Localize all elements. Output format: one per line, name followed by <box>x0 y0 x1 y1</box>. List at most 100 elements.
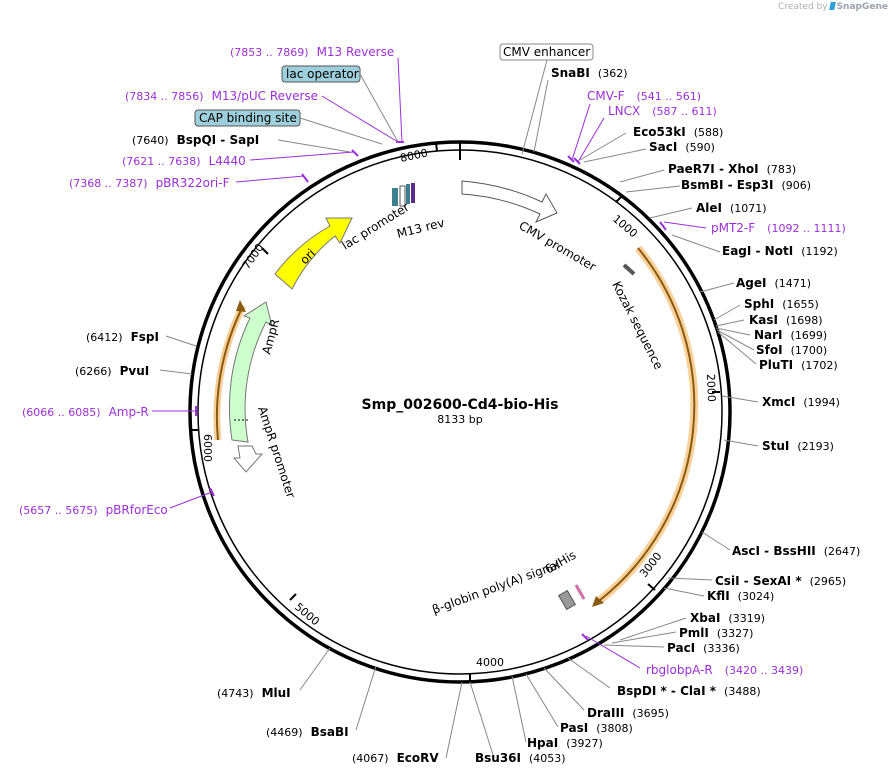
site-name: XmcI <box>762 395 795 409</box>
cmv-enhancer-leader <box>521 59 548 155</box>
site-pos: (4743) <box>217 687 254 700</box>
site-paer7i-xhoi: PaeR7I - XhoI(783) <box>668 162 796 176</box>
site-name: StuI <box>762 439 789 453</box>
site-pos: (4469) <box>266 726 303 739</box>
primer-range: (5657 .. 5675) <box>19 504 98 517</box>
ampr-line <box>215 305 244 441</box>
primer-rbglobpa-r: rbglobpA-R(3420 .. 3439) <box>646 663 803 677</box>
ampr-arrowhead <box>236 300 246 312</box>
site-pos: (6412) <box>86 331 123 344</box>
site-name: AscI - BssHII <box>732 544 816 558</box>
site-name: EcoRV <box>397 751 440 765</box>
cmv-enhancer-label: CMV enhancer <box>503 45 590 59</box>
sites-right: SnaBI(362) Eco53kI(588) SacI(590) PaeR7I… <box>475 66 860 765</box>
primer-name: rbglobpA-R <box>646 663 713 677</box>
orf-arrow <box>599 247 696 601</box>
tick-label-6000: 6000 <box>201 434 214 462</box>
kozak-marker <box>622 263 636 276</box>
lac-operator-label: lac operator <box>286 67 359 81</box>
site-name: KasI <box>749 313 778 327</box>
primer-range: (541 .. 561) <box>636 90 701 103</box>
site-sphi: SphI(1655) <box>744 297 819 311</box>
kozak-label: Kozak sequence <box>609 279 665 372</box>
primer-amp-r: (6066 .. 6085)Amp-R <box>22 405 149 419</box>
site-bsu36i: Bsu36I(4053) <box>475 751 566 765</box>
primer-m13-puc-reverse: (7834 .. 7856)M13/pUC Reverse <box>125 89 318 103</box>
site-pos: (2647) <box>824 545 861 558</box>
site-mlui: (4743)MluI <box>217 686 291 700</box>
site-csii-sexai: CsiI - SexAI *(2965) <box>715 574 846 588</box>
site-pos: (1994) <box>803 396 840 409</box>
site-pos: (362) <box>598 67 628 80</box>
credit-brand: SnapGene <box>836 2 888 12</box>
credit-text: Created by <box>778 2 828 12</box>
primer-name: M13 Reverse <box>317 45 395 59</box>
site-bspdi-clai: BspDI * - ClaI *(3488) <box>617 684 761 698</box>
tick-label-4000: 4000 <box>476 656 504 669</box>
site-pmli: PmlI(3327) <box>679 626 753 640</box>
primer-name: pBRforEco <box>106 503 168 517</box>
primer-name: M13/pUC Reverse <box>212 89 319 103</box>
site-name: BsaBI <box>311 725 349 739</box>
site-name: CsiI - SexAI * <box>715 574 802 588</box>
site-ecorv: (4067) EcoRV <box>352 751 439 765</box>
tick-marks <box>191 142 720 682</box>
lac-operator-box <box>406 184 410 204</box>
ampr-promoter-arrow <box>232 445 264 473</box>
site-pos: (1471) <box>774 277 811 290</box>
primer-name: pMT2-F <box>711 221 755 235</box>
site-name: Bsu36I <box>475 751 521 765</box>
ampr-arrow <box>228 301 273 443</box>
m13-rev-box <box>411 183 415 203</box>
site-name: AgeI <box>736 276 766 290</box>
lac-operator-leader <box>359 73 399 143</box>
primer-pbrforeco: (5657 .. 5675) pBRforEco <box>19 503 168 517</box>
tick-5000 <box>289 593 297 601</box>
site-pvui: (6266)PvuI <box>75 364 149 378</box>
tick-8000 <box>435 142 438 152</box>
site-paci: PacI(3336) <box>667 641 740 655</box>
site-asci-bsshii: AscI - BssHII (2647) <box>732 544 860 558</box>
site-xmci: XmcI (1994) <box>762 395 840 409</box>
sites-left: (4067) EcoRV (4469) BsaBI (4743)MluI (6266… <box>75 133 439 765</box>
site-pos: (1699) <box>791 329 828 342</box>
site-pos: (4067) <box>352 752 389 765</box>
site-leaders <box>159 79 759 759</box>
site-name: FspI <box>131 330 159 344</box>
site-alei: AleI(1071) <box>696 201 767 215</box>
site-pos: (3927) <box>566 737 603 750</box>
site-pos: (3488) <box>724 685 761 698</box>
plasmid-name: Smp_002600-Cd4-bio-His <box>362 397 559 413</box>
bglobin-label: β-globin poly(A) signal <box>430 558 562 617</box>
site-pos: (590) <box>685 141 715 154</box>
tick-label-7000: 7000 <box>240 241 267 271</box>
site-bsmbi-esp3i: BsmBI - Esp3I(906) <box>681 178 811 192</box>
site-name: DraIII <box>587 706 624 720</box>
snapgene-credit: Created by SnapGene <box>778 2 888 12</box>
site-name: PacI <box>667 641 695 655</box>
cap-binding-label: CAP binding site <box>199 111 297 125</box>
primer-leaders <box>152 57 707 669</box>
site-name: EagI - NotI <box>722 244 793 258</box>
site-eco53ki: Eco53kI(588) <box>633 125 723 139</box>
cap-binding-box <box>392 188 398 206</box>
site-kfli: KflI(3024) <box>707 589 774 603</box>
primer-l4440: (7621 .. 7638)L4440 <box>122 154 246 168</box>
site-kasi: KasI(1698) <box>749 313 823 327</box>
primer-name: Amp-R <box>109 405 149 419</box>
site-name: SfoI <box>756 343 783 357</box>
orf-highlight <box>597 245 699 604</box>
site-name: SphI <box>744 297 774 311</box>
primer-range: (587 .. 611) <box>652 105 717 118</box>
plasmid-size: 8133 bp <box>437 413 482 426</box>
site-fspi: (6412) FspI <box>86 330 159 344</box>
site-name: PvuI <box>120 364 150 378</box>
site-pos: (1071) <box>730 202 767 215</box>
site-name: PasI <box>560 721 588 735</box>
site-pos: (7640) <box>132 134 169 147</box>
primer-range: (7853 .. 7869) <box>230 46 309 59</box>
site-pos: (783) <box>767 163 797 176</box>
site-pos: (1192) <box>801 245 838 258</box>
cmv-promoter-label: CMV promoter <box>517 218 599 273</box>
primer-cmv-f: CMV-F(541 .. 561) <box>587 89 701 103</box>
